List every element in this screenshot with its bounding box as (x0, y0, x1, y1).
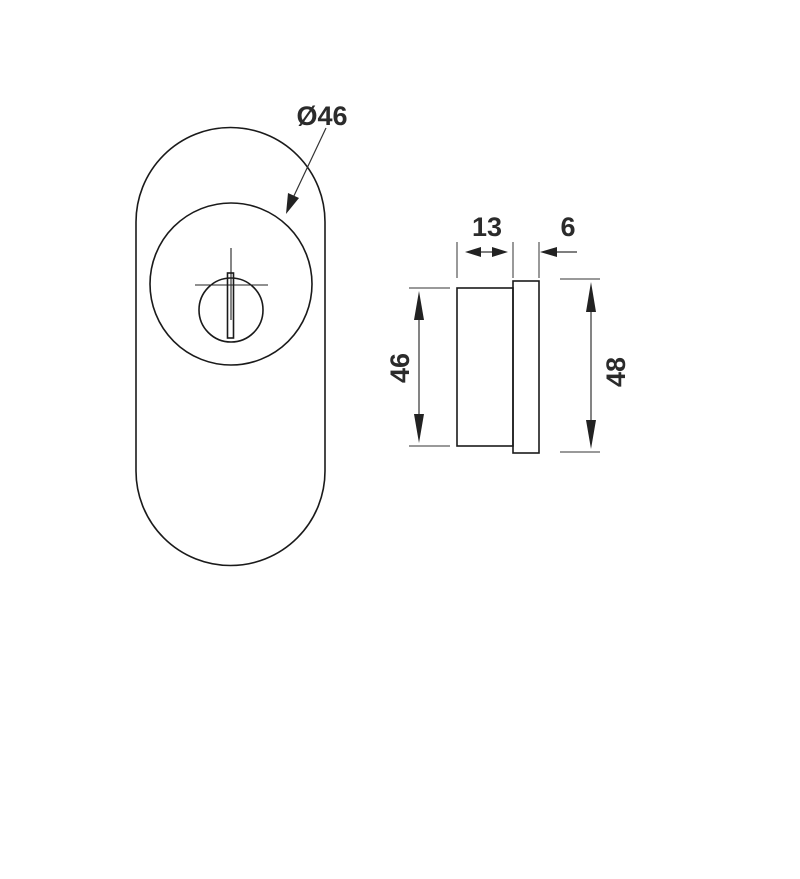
rosette-circle (149, 202, 313, 366)
dimension-13-arrow-right (492, 247, 508, 257)
front-view: Ø46 (135, 101, 348, 567)
diameter-leader-arrowhead (286, 193, 299, 214)
dimension-46-label: 46 (385, 353, 415, 383)
dimension-6-label: 6 (560, 212, 575, 242)
key-slot (226, 272, 235, 339)
diameter-leader-line (291, 127, 327, 201)
dimension-6-arrow (540, 247, 557, 257)
dimension-13-label: 13 (472, 212, 502, 242)
side-view: 13 6 46 48 (385, 212, 631, 454)
diameter-label: Ø46 (296, 101, 347, 131)
dimension-48-arrow-bottom (586, 420, 596, 449)
escutcheon-outline (135, 126, 326, 567)
dimension-46-arrow-bottom (414, 414, 424, 443)
body-profile (456, 287, 514, 447)
dimension-48-label: 48 (601, 357, 631, 387)
flange-profile (512, 280, 540, 454)
dimension-48-arrow-top (586, 282, 596, 312)
dimension-13-arrow-left (465, 247, 481, 257)
dimension-46-arrow-top (414, 291, 424, 320)
